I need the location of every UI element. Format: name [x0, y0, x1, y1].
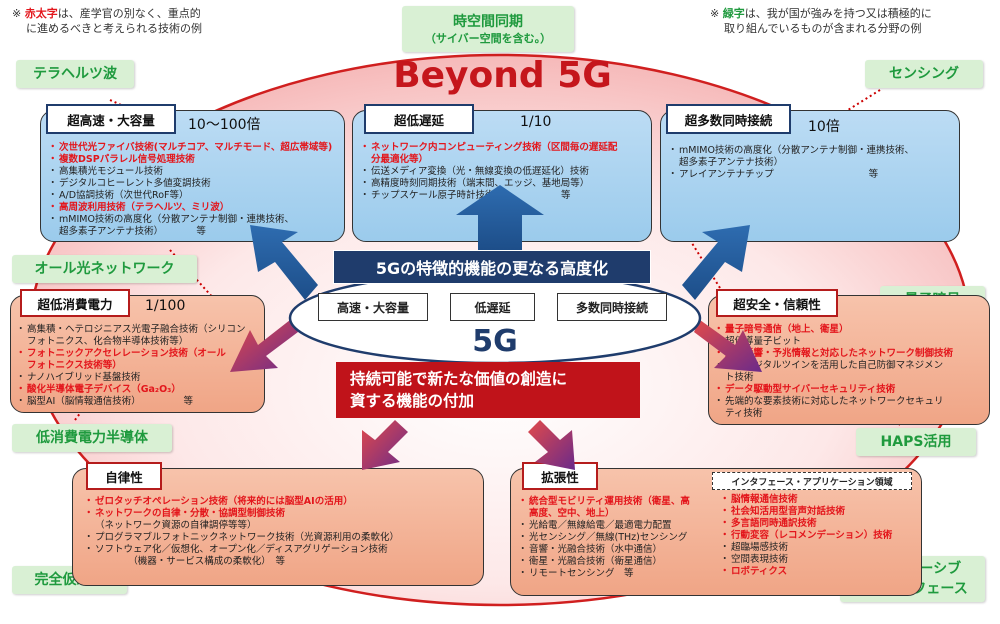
- tech-item: 光センシング／無線(THz)センシング: [518, 532, 690, 544]
- box-autonomy-head: 自律性: [86, 462, 162, 490]
- box-ultra-capacity-items: 次世代光ファイバ技術(マルチコア、マルチモード、超広帯域等)複数DSPパラレル信…: [48, 142, 332, 238]
- box-autonomy-items: ゼロタッチオペレーション技術（将来的には脳型AIの活用）ネットワークの自律・分散…: [84, 496, 399, 568]
- tech-item: （機器・サービス構成の柔軟化） 等: [95, 556, 286, 567]
- box-interface-app-head: インタフェース・アプリケーション領域: [712, 472, 912, 490]
- tag-all-optical-network: オール光ネットワーク: [12, 255, 197, 283]
- tech-item: 音響・光融合技術（水中通信）: [518, 544, 690, 556]
- tech-item: 高集積光モジュール技術: [48, 166, 332, 178]
- tech-item: ネットワーク内コンピューティング技術（区間毎の遅延配: [360, 142, 617, 154]
- box-ultra-low-power-head: 超低消費電力: [20, 289, 130, 317]
- tag-time-space-sync: 時空間同期 （サイバー空間を含む。）: [402, 6, 574, 52]
- tech-item: 量子暗号通信（地上、衛星）: [714, 324, 953, 336]
- tech-item: 脳情報通信技術: [720, 494, 892, 506]
- tech-item: デジタルコヒーレント多値変調技術: [48, 178, 332, 190]
- tech-item: 次世代光ファイバ技術(マルチコア、マルチモード、超広帯域等): [48, 142, 332, 154]
- tech-item: フォトニックアクセレレーション技術（オール: [16, 348, 246, 360]
- tech-item: 高集積・ヘテロジニアス光電子融合技術（シリコン: [16, 324, 246, 336]
- tech-item: 複数DSPパラレル信号処理技術: [48, 154, 332, 166]
- arrow-down-right: [694, 320, 762, 372]
- banner-sustainable-line1: 持続可能で新たな価値の創造に: [350, 370, 568, 388]
- tech-item: 高度、空中、地上）: [529, 508, 615, 519]
- tech-item: 分最適化等）: [371, 154, 429, 165]
- legend-note-red: ※ 赤太字は、産学官の別なく、重点的 に進めるべきと考えられる技術の例: [12, 7, 202, 35]
- tech-item: 空間表現技術: [720, 554, 892, 566]
- box-massive-connect-items: mMIMO技術の高度化（分散アンテナ制御・連携技術、超多素子アンテナ技術）アレイ…: [668, 145, 914, 181]
- tech-item: ト技術: [725, 372, 754, 383]
- box-security-head: 超安全・信頼性: [716, 289, 838, 317]
- tech-item: アレイアンテナチップ 等: [668, 169, 914, 181]
- tech-item: ゼロタッチオペレーション技術（将来的には脳型AIの活用）: [84, 496, 399, 508]
- tech-item: 高精度時刻同期技術（端末間、エッジ、基地局等）: [360, 178, 617, 190]
- tag-sensing: センシング: [865, 60, 983, 88]
- tech-item: 光給電／無線給電／最適電力配置: [518, 520, 690, 532]
- tech-item: 超多素子アンテナ技術） 等: [59, 226, 206, 237]
- arrow-up-left: [250, 225, 318, 300]
- arrow-up-right: [682, 225, 750, 300]
- arrow-down-bottom-right: [528, 420, 575, 470]
- arrow-up-center: [456, 185, 544, 250]
- box-ultra-low-latency-scale: 1/10: [520, 114, 552, 130]
- tech-item: リモートセンシング 等: [518, 568, 690, 580]
- arrow-down-left: [230, 320, 298, 372]
- banner-sustainable-value: 持続可能で新たな価値の創造に 資する機能の付加: [336, 362, 640, 418]
- box-ultra-capacity-scale: 10～100倍: [188, 117, 261, 133]
- tech-item: 超臨場感技術: [720, 542, 892, 554]
- core-capacity-label: 高速・大容量: [318, 293, 428, 321]
- legend-note-green: ※ 緑字は、我が国が強みを持つ又は積極的に 取り組んでいるものが含まれる分野の例: [710, 7, 932, 35]
- diagram-title: Beyond 5G: [393, 55, 612, 96]
- tech-item: 先端的な要素技術に対応したネットワークセキュリ: [714, 396, 953, 408]
- tech-item: 衛星・光融合技術（衛星通信）: [518, 556, 690, 568]
- box-ultra-low-latency-items: ネットワーク内コンピューティング技術（区間毎の遅延配分最適化等）伝送メディア変換…: [360, 142, 617, 202]
- core-latency-label: 低遅延: [450, 293, 535, 321]
- tech-item: 統合型モビリティ運用技術（衛星、高: [518, 496, 690, 508]
- tech-item: プログラマブルフォトニックネットワーク技術（光資源利用の柔軟化）: [84, 532, 399, 544]
- tech-item: 多言語同時通訳技術: [720, 518, 892, 530]
- box-massive-connect-head: 超多数同時接続: [666, 104, 791, 134]
- banner-5g-advancement: 5Gの特徴的機能の更なる高度化: [333, 250, 651, 284]
- tech-item: 行動変容（レコメンデーション）技術: [720, 530, 892, 542]
- box-interface-app-items: 脳情報通信技術社会知活用型音声対話技術多言語同時通訳技術行動変容（レコメンデーシ…: [720, 494, 892, 578]
- box-extension-items: 統合型モビリティ運用技術（衛星、高高度、空中、地上）光給電／無線給電／最適電力配…: [518, 496, 690, 580]
- tech-item: 脳型AI（脳情報通信技術） 等: [16, 396, 246, 408]
- tech-item: mMIMO技術の高度化（分散アンテナ制御・連携技術、: [668, 145, 914, 157]
- box-massive-connect-scale: 10倍: [808, 119, 840, 135]
- banner-sustainable-line2: 資する機能の付加: [350, 392, 475, 410]
- tech-item: フォトニクス、化合物半導体技術等）: [27, 336, 189, 347]
- tech-item: ソフトウェア化／仮想化、オープン化／ディスアグリゲーション技術: [84, 544, 399, 556]
- core-connect-label: 多数同時接続: [557, 293, 667, 321]
- tech-item: 災害影響・予兆情報と対応したネットワーク制御技術: [714, 348, 953, 360]
- tag-terahertz: テラヘルツ波: [16, 60, 134, 88]
- tech-item: ティ技術: [725, 408, 763, 419]
- tech-item: 社会知活用型音声対話技術: [720, 506, 892, 518]
- box-ultra-capacity-head: 超高速・大容量: [46, 104, 176, 134]
- tech-item: データ駆動型サイバーセキュリティ技術: [714, 384, 953, 396]
- core-5g-label: 5G: [472, 324, 518, 359]
- tag-haps: HAPS活用: [856, 428, 976, 456]
- box-ultra-low-latency-head: 超低遅延: [364, 104, 474, 134]
- tech-item: ロボティクス: [720, 566, 892, 578]
- arrow-down-bottom-left: [362, 420, 408, 470]
- tech-item: フォトニクス技術等）: [27, 360, 122, 371]
- tech-item: A/D協調技術（次世代RoF等）: [48, 190, 332, 202]
- tech-item: チップスケール原子時計技術 等: [360, 190, 617, 202]
- tech-item: 酸化半導体電子デバイス（Ga₂O₃）: [16, 384, 246, 396]
- tech-item: ナノハイブリッド基盤技術: [16, 372, 246, 384]
- tag-low-power-semiconductor: 低消費電力半導体: [12, 424, 172, 452]
- box-extension-head: 拡張性: [522, 462, 598, 490]
- tech-item: 超多素子アンテナ技術）: [679, 157, 784, 168]
- tech-item: 伝送メディア変換（光・無線変換の低遅延化）技術: [360, 166, 617, 178]
- tech-item: mMIMO技術の高度化（分散アンテナ制御・連携技術、: [48, 214, 332, 226]
- box-ultra-low-power-items: 高集積・ヘテロジニアス光電子融合技術（シリコンフォトニクス、化合物半導体技術等）…: [16, 324, 246, 408]
- tech-item: 高周波利用技術（テラヘルツ、ミリ波）: [48, 202, 332, 214]
- tech-item: ネットワークの自律・分散・協調型制御技術: [84, 508, 399, 520]
- box-ultra-low-power-scale: 1/100: [145, 298, 186, 314]
- tech-item: （ネットワーク資源の自律調停等等）: [95, 520, 257, 531]
